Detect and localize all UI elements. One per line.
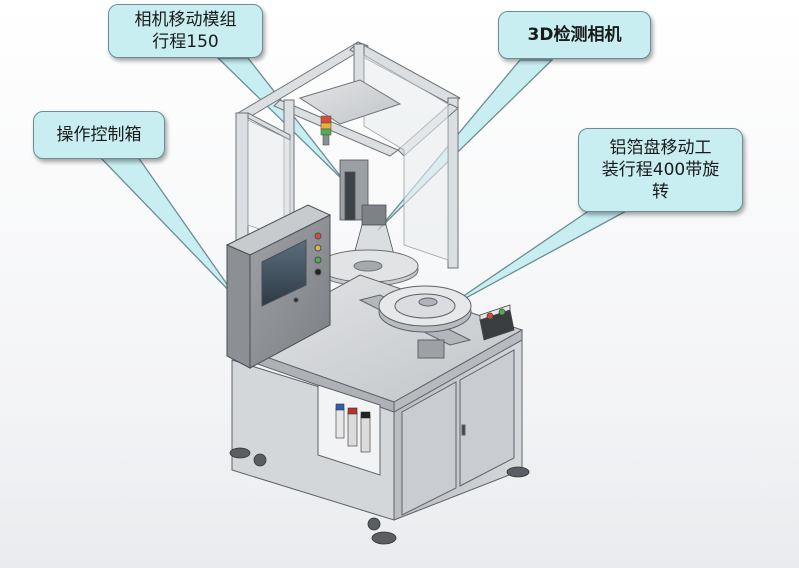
signal-tower xyxy=(320,115,332,146)
callout-3d-camera: 3D检测相机 xyxy=(498,11,651,59)
button-box xyxy=(479,304,515,341)
pointer-foil-tray xyxy=(439,209,629,313)
callout-3d-camera-line1: 3D检测相机 xyxy=(527,25,622,45)
callout-control-box: 操作控制箱 xyxy=(33,111,165,159)
callout-foil-tray-line1: 铝箔盘移动工 xyxy=(609,138,712,158)
casters xyxy=(229,447,530,545)
top-plate xyxy=(298,79,402,125)
camera-module xyxy=(339,159,397,263)
air-filters xyxy=(335,403,371,453)
control-box xyxy=(225,204,332,369)
callout-foil-tray-line2: 装行程400带旋 xyxy=(601,160,720,180)
callout-camera-module: 相机移动模组 行程150 xyxy=(108,4,263,58)
foil-tray-rotary xyxy=(358,285,472,359)
pointer-control-box xyxy=(98,156,239,301)
pointer-camera-module xyxy=(216,57,346,183)
rotary-table-back xyxy=(317,249,419,287)
callout-foil-tray-line3: 转 xyxy=(652,182,669,202)
callout-camera-module-line2: 行程150 xyxy=(152,32,219,52)
callout-camera-module-line1: 相机移动模组 xyxy=(134,10,237,30)
callout-control-box-line1: 操作控制箱 xyxy=(56,125,142,145)
callout-foil-tray: 铝箔盘移动工 装行程400带旋 转 xyxy=(578,128,743,212)
